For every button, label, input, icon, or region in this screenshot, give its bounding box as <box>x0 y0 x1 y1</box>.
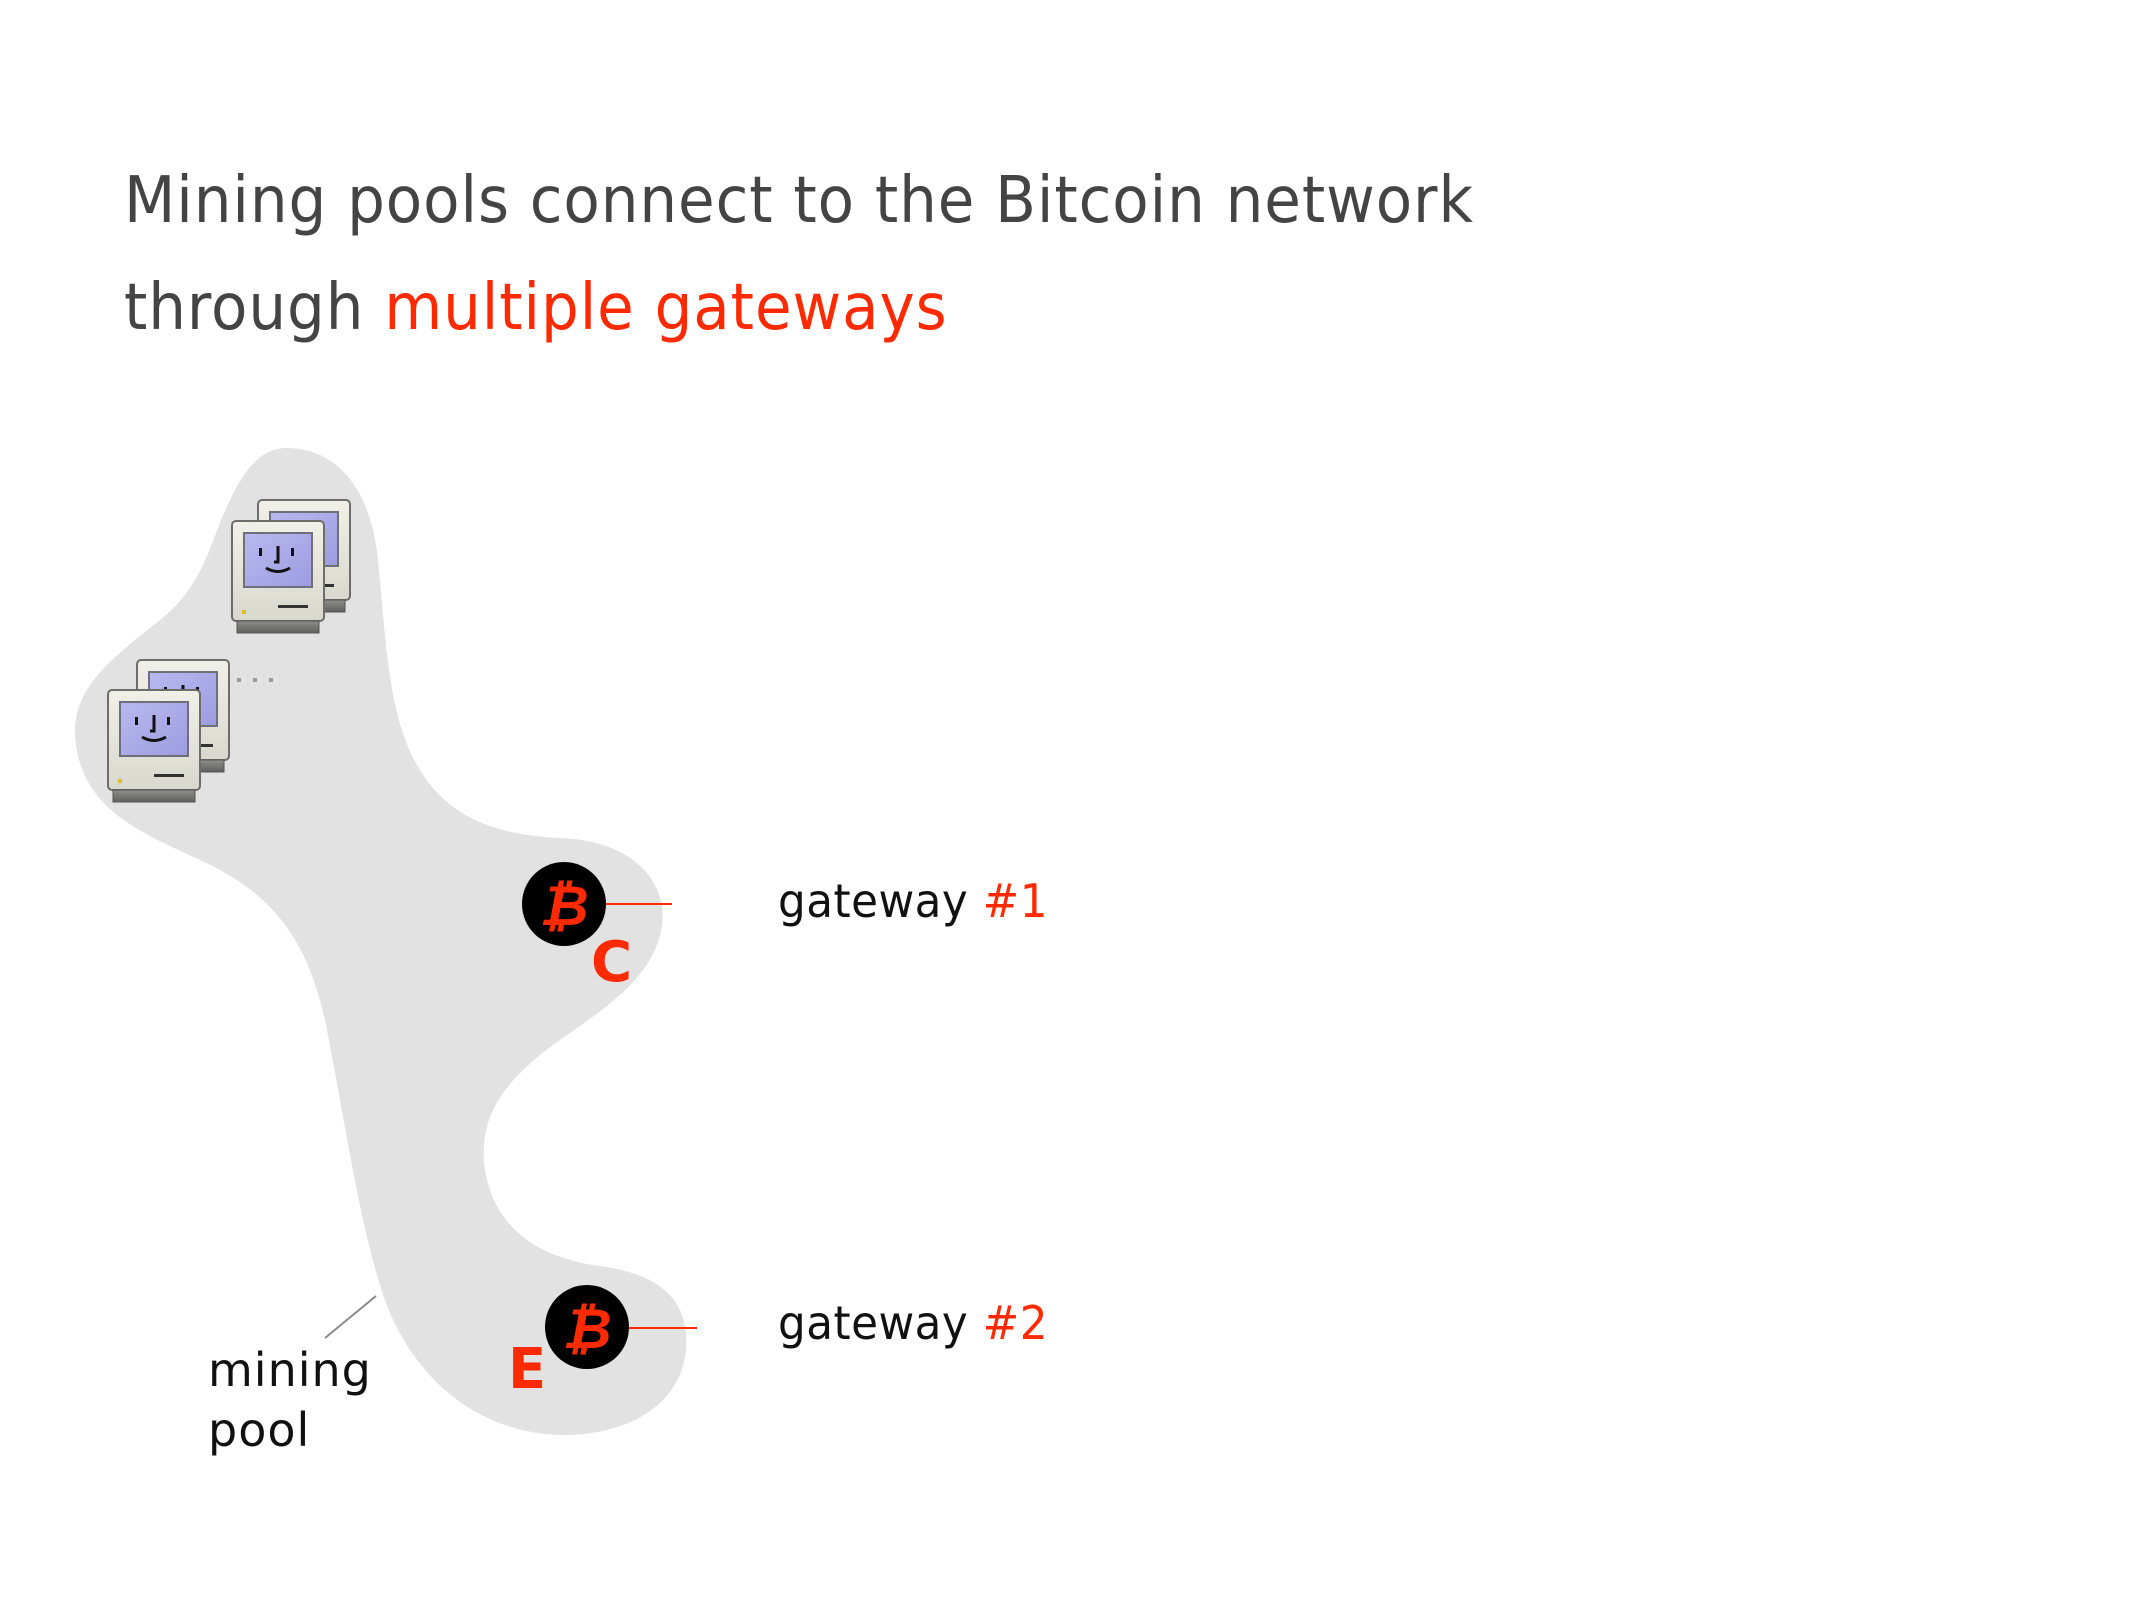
title-highlight: multiple gateways <box>384 271 948 345</box>
bitcoin-icon[interactable]: ₿ <box>545 1285 629 1369</box>
more-miners-ellipsis-icon <box>237 678 273 682</box>
miner-computer-icon <box>106 688 202 804</box>
gateway-2-label-text: gateway <box>778 1296 983 1350</box>
title-line-1: Mining pools connect to the Bitcoin netw… <box>124 164 1474 238</box>
gateway-1-number: #1 <box>982 874 1048 928</box>
gateway-1-label-text: gateway <box>778 874 983 928</box>
gateway-2-label: gateway #2 <box>778 1296 1048 1350</box>
mining-pool-leader-line <box>324 1295 377 1339</box>
gateway-1-node-letter: C <box>591 930 633 995</box>
miner-computer-icon <box>230 519 326 635</box>
gateway-2-node-letter: E <box>508 1337 547 1402</box>
slide-title: Mining pools connect to the Bitcoin netw… <box>124 148 1474 362</box>
title-line-2-prefix: through <box>124 271 385 345</box>
svg-text:₿: ₿ <box>562 1297 611 1362</box>
mining-pool-label-line-2: pool <box>208 1403 311 1457</box>
bitcoin-icon[interactable]: ₿ <box>522 862 606 946</box>
mining-pool-label-line-1: mining <box>208 1343 372 1397</box>
gateway-2-number: #2 <box>982 1296 1048 1350</box>
svg-text:₿: ₿ <box>539 874 588 939</box>
mining-pool-label: mining pool <box>208 1340 372 1460</box>
gateway-1-label: gateway #1 <box>778 874 1048 928</box>
